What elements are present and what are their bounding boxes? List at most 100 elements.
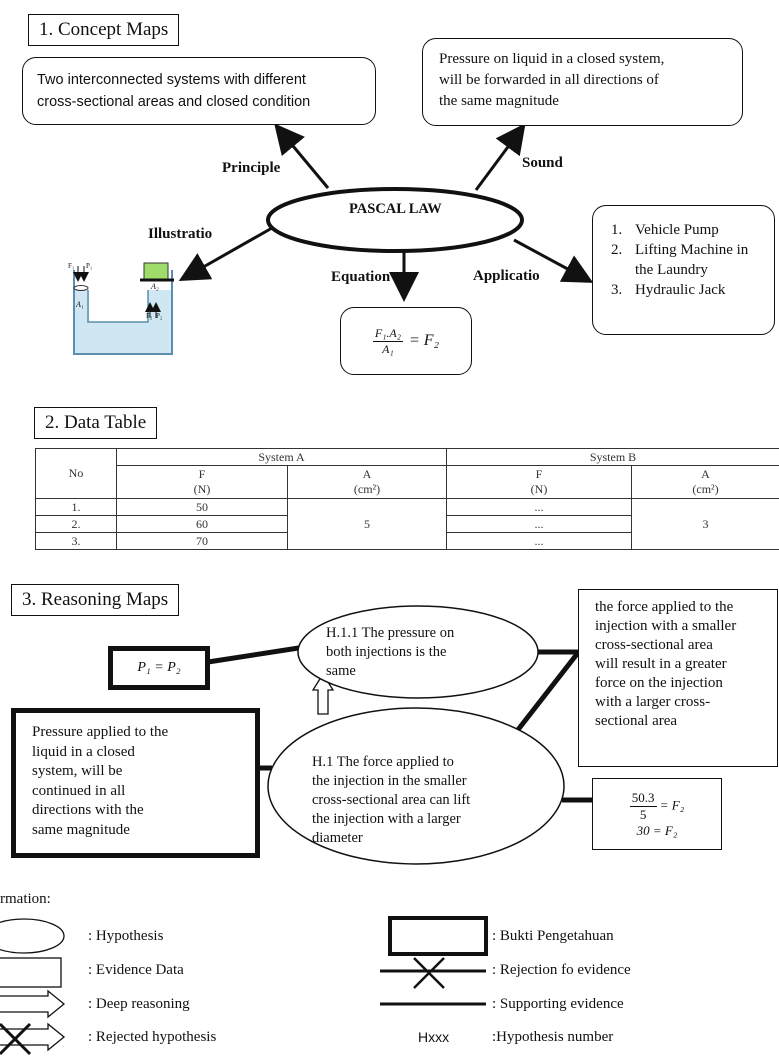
hyp-line: H.1.1 The pressure on [326,625,455,641]
header-a-label: A [362,467,372,481]
legend-hyp-number: :Hypothesis number [492,1029,614,1045]
illus-f1: F₁ [68,262,75,270]
principle-line: Two interconnected systems with differen… [37,72,306,88]
calc-line-2: 30 = F₂ [636,822,678,838]
hyp-line: both injections is the [326,644,447,660]
equation-box: F₁.A₂ A₁ = F₂ [340,307,472,375]
header-a-unit: (cm²) [692,482,719,496]
section-2-title: 2. Data Table [34,407,158,439]
header-f-unit: (N) [193,482,211,496]
header-f-b: F(N) [446,465,632,499]
label-illustration: Illustratio [148,226,213,242]
sound-line: Pressure on liquid in a closed system, [439,51,665,67]
header-no: No [35,448,117,499]
legend-ellipse-symbol [0,918,65,954]
evidence-line: will result in a greater [595,656,727,672]
cell-force-b: ... [446,532,632,550]
legend-rejected-arrow-symbol [0,1022,66,1052]
principle-line: cross-sectional areas and closed conditi… [37,94,311,110]
pascal-law-ellipse [266,187,524,253]
evidence-line: directions with the [32,802,144,818]
illus-a2: A₂ [151,282,159,291]
header-f-unit: (N) [530,482,548,496]
evidence-line: force on the injection [595,675,723,691]
header-a-label: A [701,467,710,481]
section-1-title: 1. Concept Maps [28,14,180,46]
cell-area-b: 3 [631,498,779,550]
evidence-line: liquid in a closed [32,743,135,760]
hyp-line: diameter [312,830,363,846]
header-f-label: F [535,467,543,481]
illus-f2: F₂ [146,312,153,320]
arrow-sound [474,123,526,191]
header-f-a: F(N) [116,465,288,499]
cell-no: 3. [35,532,117,550]
hypothesis-ellipse-h11 [297,605,539,699]
evidence-line: sectional area [595,713,678,729]
hypothesis-h1-text: H.1 The force applied to the injection i… [312,753,470,848]
hydraulic-illustration [73,262,174,355]
legend-title: rmation: [0,891,51,907]
data-table: No System A System B F(N) A(cm²) F(N) A(… [35,448,779,550]
illus-p1: P₁ [86,262,93,270]
label-sound: Sound [522,155,563,171]
arrow-application [513,238,594,283]
table-row: 2. 60 ... [35,515,779,533]
legend-hypothesis: : Hypothesis [88,928,164,944]
header-a-b: A(cm²) [631,465,779,499]
evidence-line: with a larger cross- [595,694,711,710]
label-equation: Equation [331,269,391,285]
arrow-illustration [178,226,273,281]
sound-line: the same magnitude [439,93,559,109]
arrow-principle [274,123,330,189]
center-label: PASCAL LAW [349,201,442,217]
evidence-line: continued in all [32,782,126,799]
legend-rejected-hypothesis: : Rejected hypothesis [88,1029,217,1045]
support-line-p [207,644,306,665]
legend-reject-cross-b [0,1022,32,1056]
header-f-label: F [198,467,206,481]
support-line-main-right [508,652,579,742]
cell-force-a: 70 [116,532,288,550]
equation-rhs: = F₂ [408,332,440,349]
legend-rejection-cross-b [413,957,445,989]
application-item: 1.Vehicle Pump [611,222,719,238]
evidence-line: system, will be [32,763,123,779]
calc-line-1: 50.3 5 = F₂ [629,789,685,823]
calc-numerator: 50.3 [629,789,657,807]
applications-box: 1.Vehicle Pump 2.Lifting Machine in the … [592,205,775,335]
equation-numerator: F₁.A₂ [372,325,403,342]
calc-fraction: 50.3 5 [629,789,657,823]
hypothesis-h11-text: H.1.1 The pressure on both injections is… [326,624,454,681]
legend-deep-arrow-symbol [0,989,66,1019]
table-row: 3. 70 ... [35,532,779,550]
hypothesis-ellipse-h1 [267,707,565,865]
equation-fraction: F₁.A₂ A₁ [372,325,403,357]
evidence-line: cross-sectional area [595,637,713,653]
legend-evidence-data: : Evidence Data [88,962,184,978]
legend-bukti: : Bukti Pengetahuan [492,928,614,944]
evidence-line: injection with a smaller [595,618,737,634]
hyp-line: cross-sectional area can lift [312,792,471,808]
evidence-right-box: the force applied to the injection with … [578,589,778,767]
calc-rhs: = F₂ [659,796,685,812]
application-label: Vehicle Pump [635,222,719,238]
hyp-line: same [326,663,356,679]
calculation-box: 50.3 5 = F₂ 30 = F₂ [592,778,722,850]
illus-p2: P₂ [156,312,163,320]
legend-bukti-symbol [388,916,488,956]
label-application: Applicatio [473,268,540,284]
section-3-title: 3. Reasoning Maps [11,584,180,616]
principle-box: Two interconnected systems with differen… [22,57,376,125]
calc-denominator: 5 [639,806,647,822]
legend-supporting: : Supporting evidence [492,996,624,1012]
legend-hxxx: Hxxx [418,1029,450,1045]
sound-line: will be forwarded in all directions of [439,72,659,88]
header-a-a: A(cm²) [287,465,447,499]
evidence-line: Pressure applied to the [32,724,169,740]
header-a-unit: (cm²) [353,482,381,496]
legend-deep-reasoning: : Deep reasoning [88,996,190,1012]
